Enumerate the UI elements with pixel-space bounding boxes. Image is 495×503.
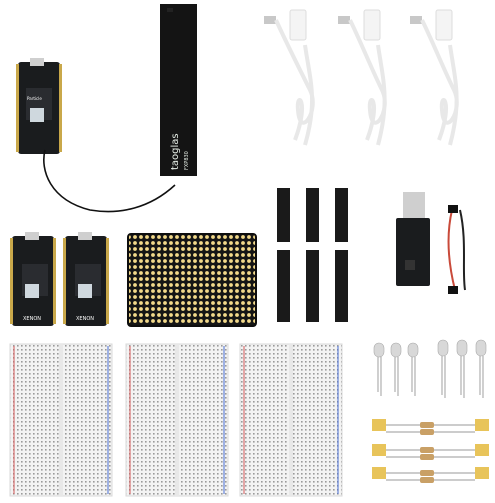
antenna-brand-label: taoglas	[170, 133, 181, 170]
jumper-wires	[447, 205, 466, 294]
flex-antenna: taoglas FXP830	[160, 4, 197, 176]
header-pins	[277, 188, 348, 322]
xenon-label-2: XENON	[76, 316, 94, 322]
usb-cable-3	[410, 9, 459, 146]
proto-board	[127, 233, 257, 327]
usb-cable-2	[338, 9, 387, 146]
breadboard-1	[9, 343, 113, 497]
xenon-board-2: XENON	[63, 232, 109, 326]
breadboard-3	[239, 343, 343, 497]
leds	[373, 339, 487, 398]
resistors	[372, 419, 489, 483]
argon-brand-label: Particle	[27, 96, 42, 101]
antenna-model-label: FXP830	[184, 151, 190, 170]
particle-board-with-antenna: Particle	[16, 58, 176, 213]
xenon-label-1: XENON	[23, 316, 41, 322]
usb-cable-1	[264, 9, 315, 146]
breadboard-2	[125, 343, 229, 497]
usb-debugger	[396, 192, 430, 286]
xenon-board-1: XENON	[10, 232, 56, 326]
